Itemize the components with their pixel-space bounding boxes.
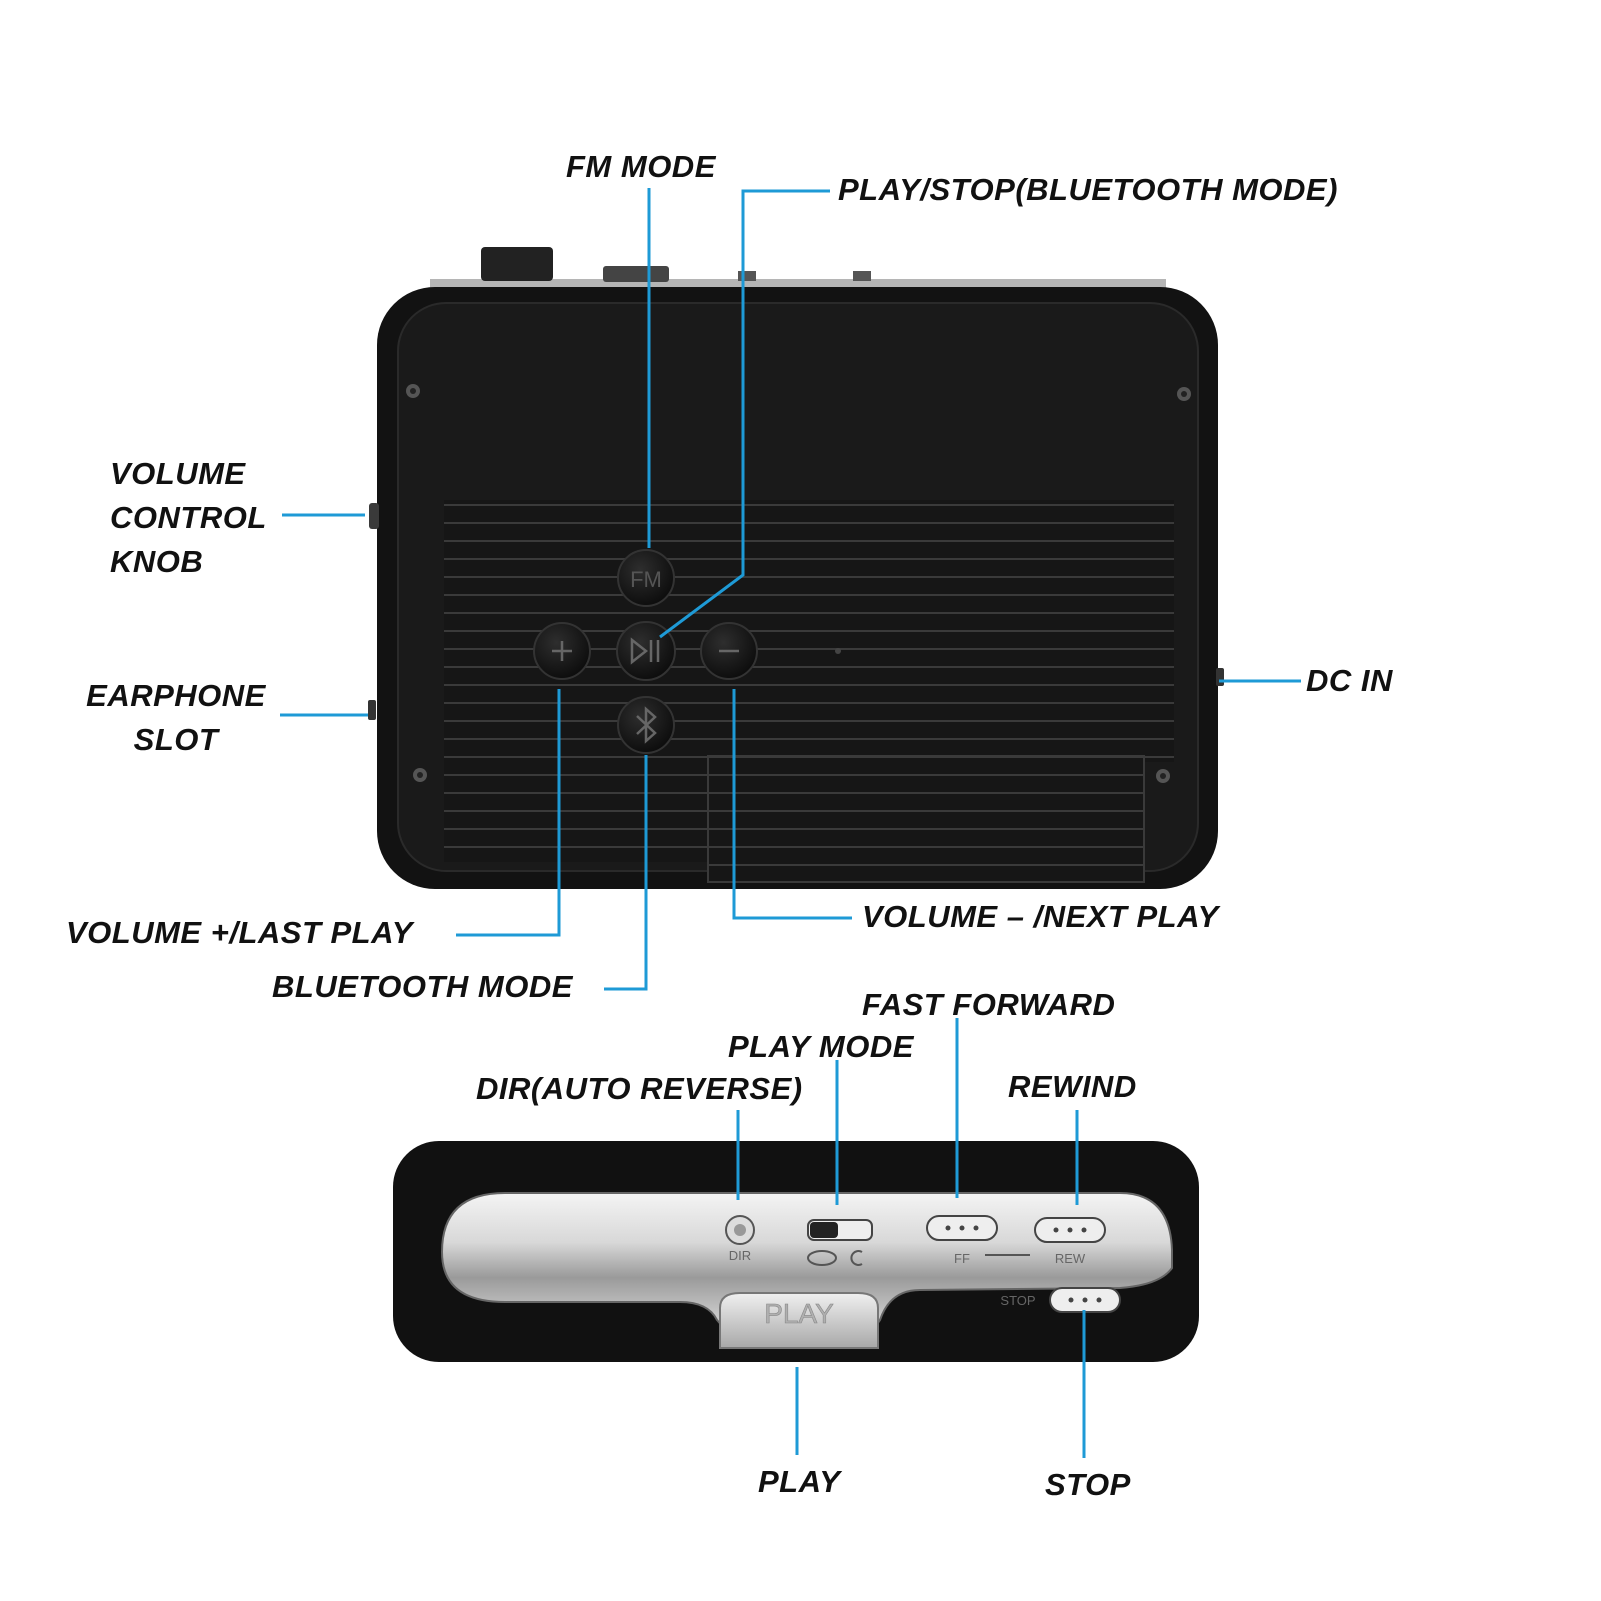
leader-line-bluetooth	[604, 755, 648, 991]
label-earphone-slot: EARPHONE SLOT	[76, 674, 276, 762]
bluetooth-button[interactable]	[617, 696, 675, 754]
label-play-mode: PLAY MODE	[728, 1029, 914, 1064]
play-mode-switch[interactable]	[807, 1219, 873, 1241]
rew-marking: REW	[1055, 1251, 1086, 1266]
ff-marking: FF	[954, 1251, 970, 1266]
label-volume-control-knob-line2: CONTROL	[110, 500, 267, 535]
stop-button[interactable]	[1049, 1287, 1121, 1313]
top-device: DIR FF REW STOP	[393, 1141, 1199, 1362]
fast-forward-button[interactable]	[926, 1215, 998, 1241]
battery-door	[707, 755, 1145, 883]
volume-minus-button[interactable]	[700, 622, 758, 680]
dir-button[interactable]	[725, 1215, 755, 1245]
label-rewind: REWIND	[1008, 1069, 1137, 1104]
label-fm-mode: FM MODE	[566, 149, 716, 184]
stop-marking: STOP	[1000, 1293, 1035, 1308]
label-play-stop-bluetooth: PLAY/STOP(BLUETOOTH MODE)	[838, 172, 1338, 207]
dc-jack	[1216, 668, 1224, 686]
ribbed-grille-lower	[444, 762, 708, 862]
screw-icon	[1177, 387, 1191, 401]
label-volume-minus-next-play: VOLUME – /NEXT PLAY	[862, 899, 1219, 934]
volume-knob	[369, 503, 379, 529]
volume-plus-button[interactable]	[533, 622, 591, 680]
leader-line-volume-plus	[456, 689, 561, 937]
leader-lines	[280, 188, 1301, 1458]
screw-icon	[413, 768, 427, 782]
label-fast-forward: FAST FORWARD	[862, 987, 1116, 1022]
loop-icon	[807, 1250, 863, 1266]
front-top-slider-switch	[481, 247, 553, 281]
label-bluetooth-mode: BLUETOOTH MODE	[272, 969, 573, 1004]
play-key-text: PLAY	[764, 1298, 834, 1329]
fm-button[interactable]: FM	[617, 549, 675, 607]
label-dc-in: DC IN	[1306, 663, 1393, 698]
leader-line-play-stop	[659, 189, 830, 639]
bluetooth-icon	[636, 706, 657, 744]
leader-line-volume-minus	[732, 689, 852, 920]
label-earphone-slot-line2: SLOT	[133, 722, 219, 757]
label-dir-auto-reverse: DIR(AUTO REVERSE)	[476, 1071, 803, 1106]
label-volume-control-knob: VOLUME CONTROL KNOB	[110, 452, 267, 584]
label-volume-control-knob-line1: VOLUME	[110, 456, 246, 491]
front-top-nub-2	[853, 271, 871, 281]
label-play: PLAY	[758, 1464, 841, 1499]
play-key[interactable]: PLAY	[719, 1292, 879, 1349]
play-pause-icon	[630, 637, 660, 665]
fm-button-text: FM	[630, 567, 662, 592]
screw-icon	[406, 384, 420, 398]
dir-marking: DIR	[729, 1248, 751, 1263]
label-earphone-slot-line1: EARPHONE	[86, 678, 266, 713]
front-device: FM	[368, 247, 1224, 889]
front-top-switch	[603, 266, 669, 282]
label-volume-control-knob-line3: KNOB	[110, 544, 204, 579]
label-stop: STOP	[1045, 1467, 1131, 1502]
plus-icon	[552, 641, 572, 661]
screw-icon	[1156, 769, 1170, 783]
microphone-hole	[835, 648, 841, 654]
label-volume-plus-last-play: VOLUME +/LAST PLAY	[66, 915, 413, 950]
earphone-jack	[368, 700, 376, 720]
front-top-nub-1	[738, 271, 756, 281]
rewind-button[interactable]	[1034, 1217, 1106, 1243]
